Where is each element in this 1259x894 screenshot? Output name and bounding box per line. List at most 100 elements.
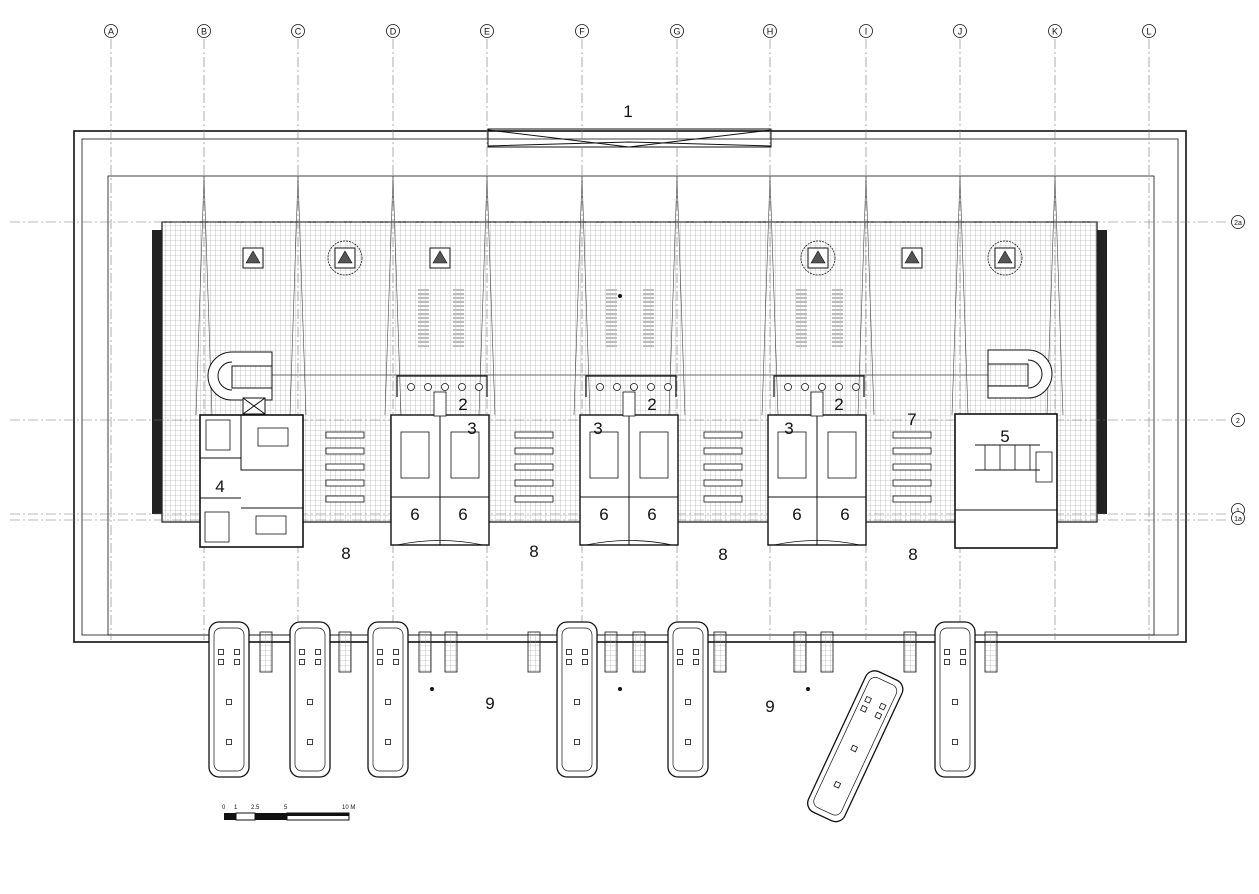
counter-canopy (396, 375, 488, 397)
bus-vent (582, 659, 588, 665)
bus-vent (878, 702, 887, 711)
bus-vent (385, 739, 391, 745)
scale-tick: 0 (222, 805, 226, 811)
bench-row (892, 431, 932, 439)
staircases (207, 349, 1053, 415)
room-label-6: 6 (792, 505, 801, 524)
grid-label-column: F (579, 27, 585, 37)
bus-inner (672, 627, 704, 772)
bus-vent (693, 649, 699, 655)
tree-canopy (327, 240, 363, 276)
seat (630, 383, 638, 391)
grid-label-column: L (1146, 27, 1151, 37)
bus-vent (218, 649, 224, 655)
bus-inner (213, 627, 245, 772)
bus-inner (561, 627, 593, 772)
facade-strips (152, 230, 1107, 514)
bench-row (514, 479, 554, 487)
ticket-modules (390, 375, 867, 546)
seat (424, 383, 432, 391)
bay-island (903, 631, 917, 673)
bus-vent (850, 744, 859, 753)
bench-row (892, 447, 932, 455)
bus-vent (307, 739, 313, 745)
bus-vent (685, 739, 691, 745)
seat (458, 383, 466, 391)
bus-vent (307, 699, 313, 705)
desk (639, 431, 669, 479)
bus-vent (833, 780, 842, 789)
bus (208, 621, 250, 778)
bay-island (604, 631, 618, 673)
bench-row (703, 463, 743, 471)
room-labels: 1 4 5 7 2 2 2 3 3 3 6 6 6 6 6 6 8 8 8 8 … (215, 102, 1009, 716)
seat (818, 383, 826, 391)
grid-label-row: 2 (1236, 418, 1240, 425)
ticket-module (579, 375, 679, 546)
room-label-7: 7 (907, 410, 916, 429)
bus-vent (960, 659, 966, 665)
bus-vent (315, 659, 321, 665)
bay-island (713, 631, 727, 673)
bus-vent (960, 649, 966, 655)
tree-symbol (337, 250, 353, 264)
door-arc (396, 540, 484, 546)
room-label-3: 3 (784, 419, 793, 438)
bus-vent (226, 699, 232, 705)
paving-stripes (418, 287, 843, 349)
grid-bubble (763, 24, 777, 38)
bus-vent (385, 699, 391, 705)
bus-vent (566, 649, 572, 655)
grid-bubble (670, 24, 684, 38)
room-label-8: 8 (529, 542, 538, 561)
kiosk-partition (391, 415, 489, 545)
grid-label-row: 1a (1234, 516, 1242, 523)
bus-vent (226, 739, 232, 745)
bracing-line (1054, 175, 1064, 416)
bus-vent (234, 649, 240, 655)
bus-inner (939, 627, 971, 772)
grid-label-column: K (1052, 27, 1058, 37)
room-label-2: 2 (458, 395, 467, 414)
grid-bubble (197, 24, 211, 38)
grid-label-column: B (201, 27, 207, 37)
bus-vent (859, 705, 868, 713)
tree-symbol (432, 250, 448, 264)
seat (475, 383, 483, 391)
counter-canopy (773, 375, 865, 397)
room-label-6: 6 (458, 505, 467, 524)
bay-island (632, 631, 646, 673)
grid-bubble (1231, 511, 1245, 525)
tree-symbol (245, 250, 261, 264)
scale-tick: 5 (284, 805, 288, 811)
grid-bubble (291, 24, 305, 38)
seat (647, 383, 655, 391)
bus-vent (393, 649, 399, 655)
desk (450, 431, 480, 479)
tree-symbol (904, 250, 920, 264)
grid-label-column: E (484, 27, 490, 37)
bus-vent (218, 659, 224, 665)
roof-bracing (195, 175, 1064, 416)
bay-island (418, 631, 432, 673)
bus-vent (234, 659, 240, 665)
bench-row (514, 431, 554, 439)
grid-bubble (575, 24, 589, 38)
bay-island (338, 631, 352, 673)
bus-vent (677, 649, 683, 655)
grid-bubble (859, 24, 873, 38)
bay-island (793, 631, 807, 673)
bus-vent (377, 659, 383, 665)
seat (441, 383, 449, 391)
bay-island (444, 631, 458, 673)
room-4-office (199, 414, 304, 548)
bus (556, 621, 598, 778)
room-label-5: 5 (1000, 427, 1009, 446)
bus-vent (574, 699, 580, 705)
bench-row (514, 495, 554, 503)
bench-row (325, 431, 365, 439)
bus-vent (299, 659, 305, 665)
bench-row (325, 479, 365, 487)
scale-bar: 0 1 2.5 5 10 M (222, 805, 355, 821)
